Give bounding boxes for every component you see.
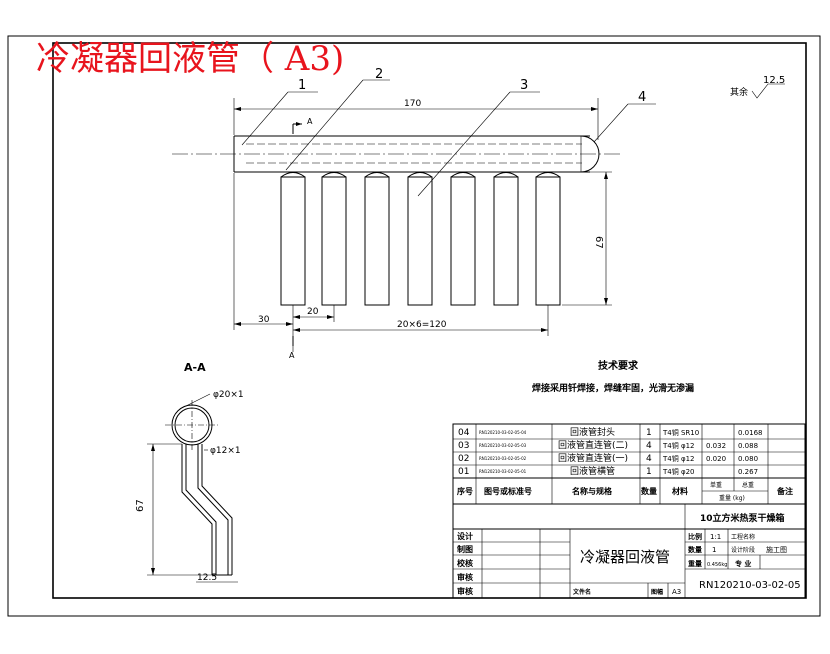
file-label: 文件名: [572, 588, 591, 596]
callout-3: 3: [520, 78, 528, 93]
qty-value: 1: [712, 546, 716, 554]
bom-header-code: 图号或标准号: [484, 486, 532, 496]
size-label: 图幅: [651, 588, 663, 596]
scale-value: 1:1: [710, 533, 721, 541]
role-draw: 制图: [457, 544, 473, 554]
bom-header-mat: 材料: [672, 486, 688, 496]
bom-row-code: RN120210-03-02-05-04: [479, 430, 527, 435]
bom-row-total: 0.267: [738, 468, 758, 476]
callout-2: 2: [375, 67, 383, 82]
bom-row-code: RN120210-03-02-05-01: [479, 469, 527, 474]
roughness-value: 12.5: [763, 75, 785, 86]
dim-left-offset: 30: [258, 315, 270, 325]
bom-table: 04 RN120210-03-02-05-04 回液管封头 1 T4铜 SR10…: [452, 423, 806, 505]
callout-1: 1: [298, 78, 306, 93]
inner-frame: [52, 42, 807, 599]
bom-row-total: 0.080: [738, 455, 758, 463]
dim-pitch: 20: [307, 307, 319, 317]
page-title: 冷凝器回液管（ A3): [36, 39, 344, 79]
bom-row-mat: T4铜 φ12: [662, 454, 694, 463]
bom-row-mat: T4铜 φ12: [662, 441, 694, 450]
section-marker-bottom: A: [289, 351, 295, 360]
tech-note: 焊接采用钎焊接，焊缝牢固，光滑无渗漏: [532, 382, 694, 394]
section-title: A-A: [184, 361, 206, 374]
bom-header-total: 总重: [742, 481, 754, 489]
drawing-name: 冷凝器回液管: [580, 548, 670, 566]
major-label: 专 业: [735, 559, 751, 568]
front-view: 170 67 30 20 20×6=120 A A 1 2: [172, 67, 656, 360]
dim-inner-dia: φ12×1: [210, 446, 241, 456]
bom-row-mat: T4铜 φ20: [662, 467, 694, 476]
bom-row-name: 回液管横管: [570, 465, 615, 477]
bom-header-name: 名称与规格: [572, 486, 613, 496]
dim-section-height: 67: [135, 499, 146, 512]
bom-row-code: RN120210-03-02-05-02: [479, 456, 527, 461]
bom-row-qty: 4: [646, 441, 652, 451]
bom-row-qty: 1: [646, 428, 652, 438]
dim-overall: 170: [404, 99, 421, 109]
section-view: A-A φ20×1 φ12×1 67 12.5: [135, 361, 244, 583]
role-review: 审核: [457, 572, 473, 582]
scale-label: 比例: [688, 532, 702, 541]
bom-row-unit: 0.032: [706, 442, 726, 450]
bom-row-mat: T4铜 SR10: [662, 428, 699, 437]
dim-outer-dia: φ20×1: [213, 390, 244, 400]
bom-row-no: 04: [458, 428, 470, 438]
roughness-symbol: [751, 83, 785, 99]
bom-row-name: 回液管直连管(二): [558, 439, 628, 451]
outer-frame: [7, 35, 821, 617]
bom-row-no: 01: [458, 467, 469, 477]
role-design: 设计: [457, 531, 473, 541]
callout-4: 4: [638, 90, 646, 105]
dim-section-bottom: 12.5: [197, 573, 217, 583]
end-cap: [580, 135, 600, 173]
bom-header-remark: 备注: [776, 486, 793, 496]
bom-row-total: 0.088: [738, 442, 758, 450]
dim-height: 67: [593, 236, 604, 249]
bom-row-name: 回液管封头: [570, 426, 615, 438]
drawing-number: RN120210-03-02-05: [699, 580, 801, 591]
role-check: 校核: [457, 558, 473, 568]
bom-row-total: 0.0168: [738, 429, 763, 437]
qty-label: 数量: [688, 545, 702, 554]
title-block: 10立方米热泵干燥箱 设计 制图 校核 审核 审核 冷凝器回液管 文件名 图幅 …: [452, 503, 806, 599]
weight-label: 重量: [688, 559, 702, 568]
bom-row-qty: 4: [646, 454, 652, 464]
stage-value: 施工图: [766, 545, 787, 554]
bom-row-no: 02: [458, 454, 469, 464]
proj-label: 工程名称: [731, 533, 755, 541]
bom-header-qty: 数量: [641, 486, 657, 496]
section-marker-top: A: [307, 117, 313, 126]
bom-row-unit: 0.020: [706, 455, 726, 463]
roughness-label: 其余: [730, 86, 748, 98]
bom-row-qty: 1: [646, 467, 652, 477]
bom-row-no: 03: [458, 441, 469, 451]
size-value: A3: [672, 588, 681, 596]
role-approve: 审核: [457, 586, 473, 596]
bom-header-no: 序号: [457, 486, 473, 496]
tube-group: [280, 172, 561, 306]
bom-row-code: RN120210-03-02-05-03: [479, 443, 527, 448]
bom-header-unit: 单重: [710, 481, 722, 489]
weight-value: 0.456kg: [707, 562, 727, 568]
stage-label: 设计阶段: [731, 546, 755, 554]
project-name: 10立方米热泵干燥箱: [700, 512, 785, 524]
bom-row-name: 回液管直连管(一): [558, 452, 628, 464]
dim-span: 20×6=120: [397, 320, 447, 330]
tech-heading: 技术要求: [598, 359, 639, 372]
bom-header-weight: 重量 (kg): [719, 494, 745, 502]
